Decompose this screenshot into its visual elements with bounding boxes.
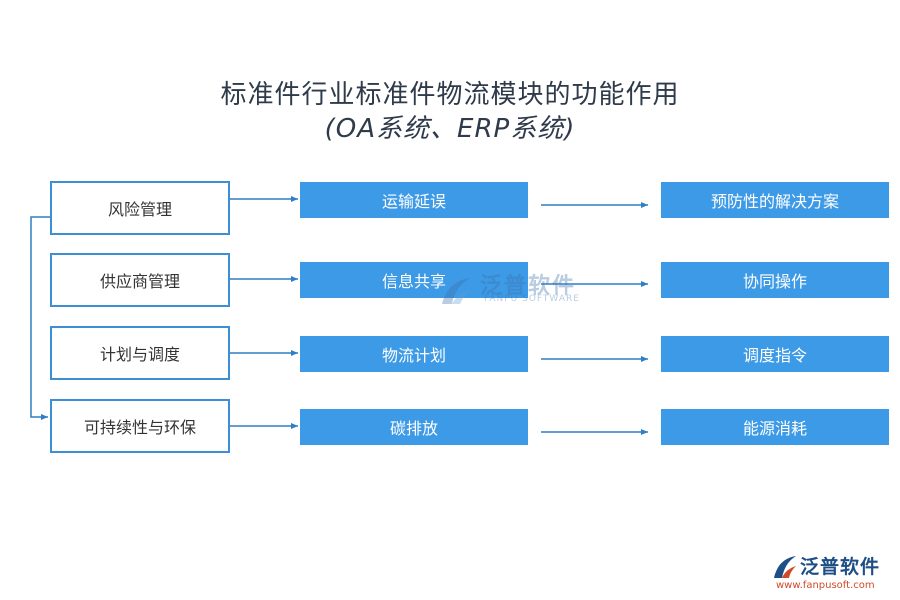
diagram-subtitle: (OA系统、ERP系统) bbox=[324, 114, 576, 144]
left-box-supplier-management: 供应商管理 bbox=[50, 253, 230, 307]
right-box-energy-consumption: 能源消耗 bbox=[661, 409, 889, 445]
middle-box-info-sharing: 信息共享 bbox=[300, 262, 528, 298]
right-box-collaborative-operation: 协同操作 bbox=[661, 262, 889, 298]
left-box-label: 风险管理 bbox=[107, 200, 172, 219]
right-box-dispatch-instruction: 调度指令 bbox=[661, 336, 889, 372]
right-box-label: 能源消耗 bbox=[742, 419, 807, 438]
right-box-label: 调度指令 bbox=[742, 346, 807, 365]
logo-name: 泛普软件 bbox=[800, 556, 881, 578]
middle-box-transport-delay: 运输延误 bbox=[300, 182, 528, 218]
corner-logo: 泛普软件 www.fanpusoft.com bbox=[772, 552, 892, 596]
middle-box-label: 碳排放 bbox=[389, 419, 438, 438]
watermark-name: 泛普软件 bbox=[480, 274, 577, 299]
watermark-logo-icon bbox=[442, 278, 470, 304]
middle-box-logistics-plan: 物流计划 bbox=[300, 336, 528, 372]
watermark-english: FANPU SOFTWARE bbox=[484, 294, 580, 304]
left-box-label: 计划与调度 bbox=[99, 345, 180, 364]
watermark: 泛普软件 FANPU SOFTWARE bbox=[438, 268, 598, 312]
logo-icon bbox=[774, 556, 796, 578]
middle-box-label: 运输延误 bbox=[381, 192, 446, 211]
left-box-planning-scheduling: 计划与调度 bbox=[50, 326, 230, 380]
bracket-connector bbox=[30, 216, 50, 420]
left-box-risk-management: 风险管理 bbox=[50, 181, 230, 235]
middle-box-label: 物流计划 bbox=[381, 346, 446, 365]
left-box-label: 供应商管理 bbox=[99, 272, 180, 291]
middle-box-carbon-emission: 碳排放 bbox=[300, 409, 528, 445]
right-box-label: 预防性的解决方案 bbox=[710, 192, 839, 211]
left-box-label: 可持续性与环保 bbox=[83, 418, 196, 437]
middle-box-label: 信息共享 bbox=[381, 272, 446, 291]
right-box-label: 协同操作 bbox=[742, 272, 807, 291]
logo-url: www.fanpusoft.com bbox=[776, 580, 875, 591]
right-box-preventive-solution: 预防性的解决方案 bbox=[661, 182, 889, 218]
left-box-sustainability: 可持续性与环保 bbox=[50, 399, 230, 453]
diagram-title: 标准件行业标准件物流模块的功能作用 bbox=[220, 80, 680, 110]
